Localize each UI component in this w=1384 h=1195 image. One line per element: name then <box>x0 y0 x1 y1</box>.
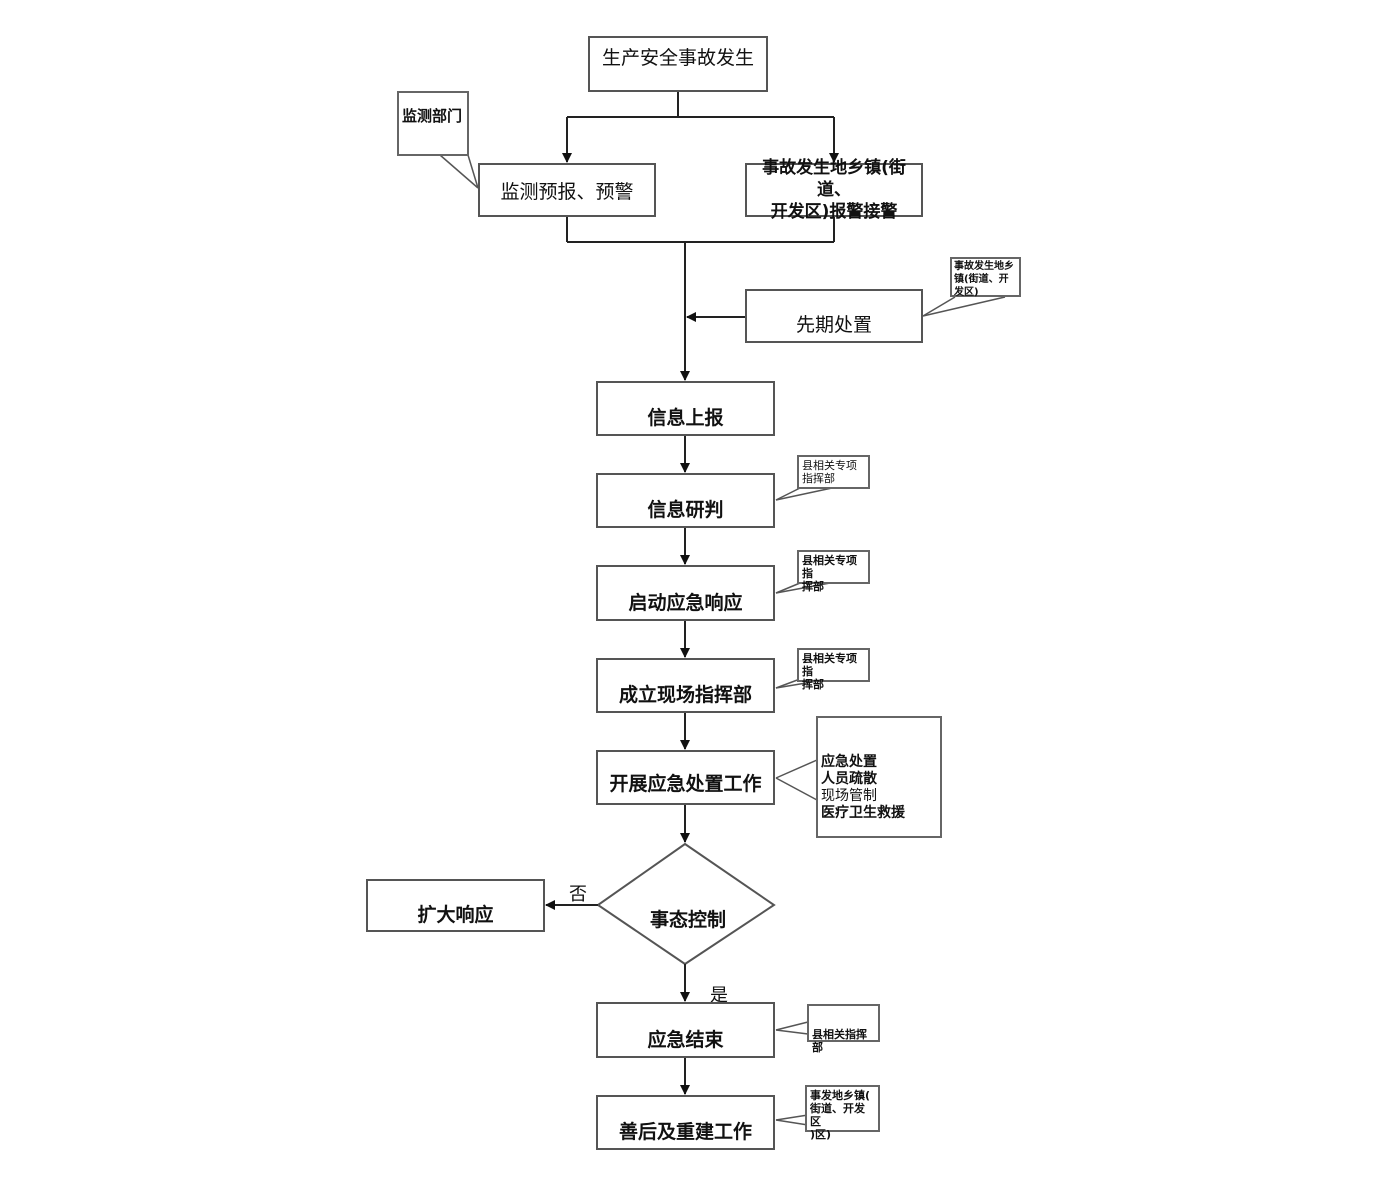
work-item-3: 现场管制 <box>821 788 877 804</box>
decision-label: 事态控制 <box>650 909 727 931</box>
monitor-label: 监测预报、预警 <box>500 180 634 203</box>
start-response-label: 启动应急响应 <box>628 591 743 614</box>
start-label: 生产安全事故发生 <box>601 47 754 69</box>
info-analysis-label: 信息研判 <box>647 499 724 521</box>
info-analysis-box: 信息研判 <box>596 473 775 528</box>
start-box: 生产安全事故发生 <box>588 36 768 92</box>
early-disposal-box: 先期处置 <box>745 289 923 343</box>
yes-label: 是 <box>710 985 728 1006</box>
recovery-owner-line1: 事发地乡镇( <box>810 1089 871 1102</box>
emergency-work-box: 开展应急处置工作 <box>596 750 775 805</box>
no-label: 否 <box>569 884 587 905</box>
field-command-label: 成立现场指挥部 <box>618 684 752 706</box>
recovery-label: 善后及重建工作 <box>618 1121 752 1143</box>
start-response-box: 启动应急响应 <box>596 565 775 621</box>
report-receive-line1: 事故发生地乡镇(街道、 <box>762 158 906 200</box>
monitor-dept-note: 监测部门 <box>397 91 469 156</box>
info-report-box: 信息上报 <box>596 381 775 436</box>
expand-response-label: 扩大响应 <box>417 904 494 926</box>
work-item-1: 应急处置 <box>821 754 877 770</box>
recovery-owner-line3: )区) <box>810 1128 832 1141</box>
work-items-note: 应急处置 人员疏散 现场管制 医疗卫生救援 <box>816 716 942 838</box>
report-receive-line2: 开发区)报警接警 <box>770 202 898 222</box>
early-disposal-label: 先期处置 <box>795 313 872 336</box>
recovery-owner-line2: 街道、开发区 <box>810 1102 865 1128</box>
emergency-work-label: 开展应急处置工作 <box>609 773 762 795</box>
early-disposal-owner-note: 事故发生地乡 镇(街道、开 发区) <box>950 257 1021 298</box>
analysis-owner-line1: 县相关专项 <box>802 459 857 472</box>
early-owner-line2: 镇(街道、开 <box>954 274 1009 285</box>
analysis-owner-line2: 指挥部 <box>802 472 835 485</box>
recovery-owner-note: 事发地乡镇( 街道、开发区 )区) <box>805 1085 880 1141</box>
field-command-box: 成立现场指挥部 <box>596 658 775 713</box>
info-report-label: 信息上报 <box>647 407 724 429</box>
work-item-2: 人员疏散 <box>821 771 877 787</box>
end-box: 应急结束 <box>596 1002 775 1058</box>
early-owner-line3: 发区) <box>954 287 979 298</box>
command-owner-line1: 县相关专项指 <box>802 652 857 678</box>
end-owner-note: 县相关指挥部 <box>807 1004 880 1054</box>
response-owner-note: 县相关专项指 挥部 <box>797 550 870 593</box>
report-receive-box: 事故发生地乡镇(街道、 开发区)报警接警 <box>745 158 923 222</box>
expand-response-box: 扩大响应 <box>366 879 545 932</box>
end-owner-text: 县相关指挥部 <box>812 1028 867 1054</box>
command-owner-note: 县相关专项指 挥部 <box>797 648 870 691</box>
response-owner-line2: 挥部 <box>802 580 824 593</box>
monitor-box: 监测预报、预警 <box>478 163 656 217</box>
analysis-owner-note: 县相关专项 指挥部 <box>797 455 870 489</box>
work-item-4: 医疗卫生救援 <box>821 805 905 821</box>
end-label: 应急结束 <box>647 1028 724 1051</box>
early-owner-line1: 事故发生地乡 <box>954 261 1014 272</box>
recovery-box: 善后及重建工作 <box>596 1095 775 1150</box>
monitor-dept-text: 监测部门 <box>402 107 463 125</box>
command-owner-line2: 挥部 <box>802 678 824 691</box>
response-owner-line1: 县相关专项指 <box>802 554 857 580</box>
